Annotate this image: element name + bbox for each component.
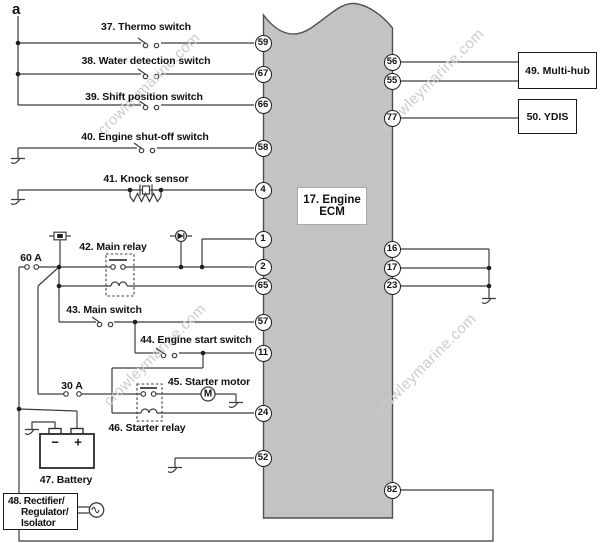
ground-icon <box>10 157 26 164</box>
label-main-switch: 43. Main switch <box>66 304 142 316</box>
terminal-59: 59 <box>254 34 272 52</box>
rectifier-regulator-box: 48. Rectifier/ Regulator/ Isolator <box>3 493 78 530</box>
terminal-17: 17 <box>383 259 401 277</box>
engine-shutoff-switch-symbol <box>133 142 156 154</box>
battery-symbol <box>39 427 95 469</box>
ground-icon <box>481 297 497 304</box>
label-battery: 47. Battery <box>39 474 93 486</box>
terminal-56: 56 <box>383 53 401 71</box>
connector-label-a: a <box>12 1 21 18</box>
label-fuse-30a: 30 A <box>61 380 83 392</box>
label-starter-motor: 45. Starter motor <box>167 376 251 388</box>
ecm-name-line2: ECM <box>319 206 345 218</box>
terminal-82: 82 <box>383 481 401 499</box>
multi-hub-box: 49. Multi-hub <box>518 52 597 89</box>
ecm-name-line1: 17. Engine <box>303 194 361 206</box>
knock-sensor-symbol <box>129 184 162 203</box>
label-engine-start-switch: 44. Engine start switch <box>140 334 252 346</box>
label-fuse-60a: 60 A <box>20 252 42 264</box>
motor-m-mark: M <box>203 388 213 400</box>
fusible-link-icon <box>53 231 67 241</box>
thermo-switch-symbol <box>137 37 160 49</box>
label-engine-shutoff-switch: 40. Engine shut-off switch <box>81 131 209 143</box>
terminal-4: 4 <box>254 181 272 199</box>
label-thermo-switch: 37. Thermo switch <box>101 21 191 33</box>
label-main-relay: 42. Main relay <box>79 241 147 253</box>
ground-icon <box>228 401 244 408</box>
ground-icon <box>167 466 183 473</box>
starter-motor-symbol <box>200 386 216 402</box>
battery-plus-mark: + <box>74 434 82 450</box>
rectifier-line1: 48. Rectifier/ <box>8 496 65 507</box>
terminal-16: 16 <box>383 240 401 258</box>
terminal-55: 55 <box>383 72 401 90</box>
terminal-67: 67 <box>254 65 272 83</box>
rectifier-line3: Isolator <box>21 518 56 530</box>
terminal-1: 1 <box>254 230 272 248</box>
generator-icon <box>88 502 105 518</box>
starter-relay-symbol <box>136 383 163 422</box>
ground-icon <box>10 198 26 205</box>
terminal-57: 57 <box>254 313 272 331</box>
diode-icon <box>174 229 188 243</box>
ecm-body <box>262 2 394 519</box>
terminal-66: 66 <box>254 96 272 114</box>
label-starter-relay: 46. Starter relay <box>108 422 186 434</box>
fuse-30a-symbol <box>63 391 82 397</box>
ecm-name-box: 17. Engine ECM <box>297 187 367 225</box>
fuse-60a-symbol <box>24 264 40 270</box>
terminal-58: 58 <box>254 139 272 157</box>
terminal-2: 2 <box>254 258 272 276</box>
terminal-23: 23 <box>383 277 401 295</box>
ground-icon <box>24 428 40 435</box>
junction-dots <box>15 40 492 412</box>
terminal-77: 77 <box>383 109 401 127</box>
main-relay-symbol <box>105 253 135 297</box>
wires-path <box>17 16 518 542</box>
terminal-52: 52 <box>254 449 272 467</box>
terminal-65: 65 <box>254 277 272 295</box>
ydis-box: 50. YDIS <box>518 99 577 134</box>
terminal-24: 24 <box>254 404 272 422</box>
rectifier-line2: Regulator/ <box>21 507 69 519</box>
terminal-11: 11 <box>254 344 272 362</box>
battery-minus-mark: − <box>51 434 59 450</box>
label-knock-sensor: 41. Knock sensor <box>103 173 189 185</box>
label-water-detection-switch: 38. Water detection switch <box>81 55 211 67</box>
label-shift-position-switch: 39. Shift position switch <box>85 91 203 103</box>
